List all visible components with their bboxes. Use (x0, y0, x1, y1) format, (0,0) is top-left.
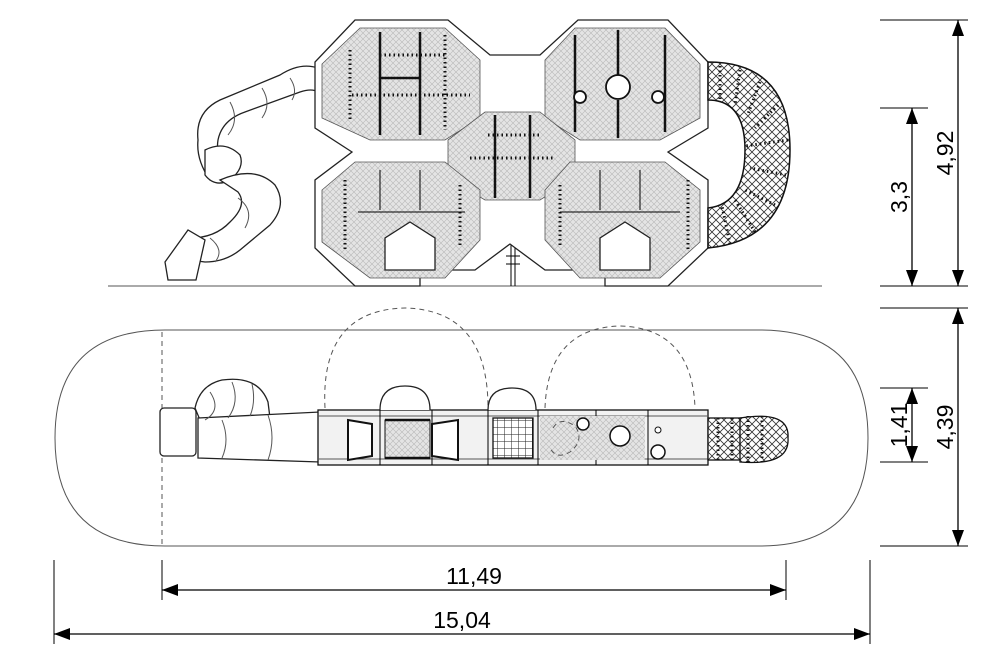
dim-label-length-total: 15,04 (433, 607, 491, 633)
lower-left-pod (321, 161, 481, 279)
arch-left (379, 385, 431, 411)
tunnel-tube-elevation (707, 61, 791, 249)
upper-left-pod (321, 27, 481, 141)
center-pod-bars (470, 115, 555, 198)
lower-right-pod (544, 161, 701, 279)
zone-arc-left (324, 307, 489, 409)
dim-label-elevation-total: 4,92 (932, 131, 958, 176)
center-post (506, 244, 520, 286)
dimension-lines (53, 19, 968, 644)
dim-label-length-inner: 11,49 (446, 563, 502, 589)
tunnel-plan (707, 415, 789, 464)
center-pod (447, 111, 576, 201)
plan-view (54, 307, 869, 547)
dim-label-plan-inner: 1,41 (886, 403, 912, 448)
slide-plan (159, 378, 321, 463)
elevation-view (108, 19, 822, 287)
safety-zone (54, 329, 869, 547)
net-grid-plan (492, 417, 534, 459)
zone-arc-right (544, 325, 696, 409)
lower-left-bars (343, 170, 465, 271)
arch-right (487, 387, 537, 411)
portholes-plan (540, 416, 666, 460)
dim-label-elevation-inner: 3,3 (886, 181, 912, 213)
lower-right-bars (558, 170, 690, 271)
left-platform-plan (347, 418, 459, 462)
spiral-slide-elevation (164, 65, 319, 281)
upper-left-bars (348, 32, 470, 135)
upper-right-bars (573, 30, 667, 138)
dim-label-plan-total: 4,39 (932, 405, 958, 450)
